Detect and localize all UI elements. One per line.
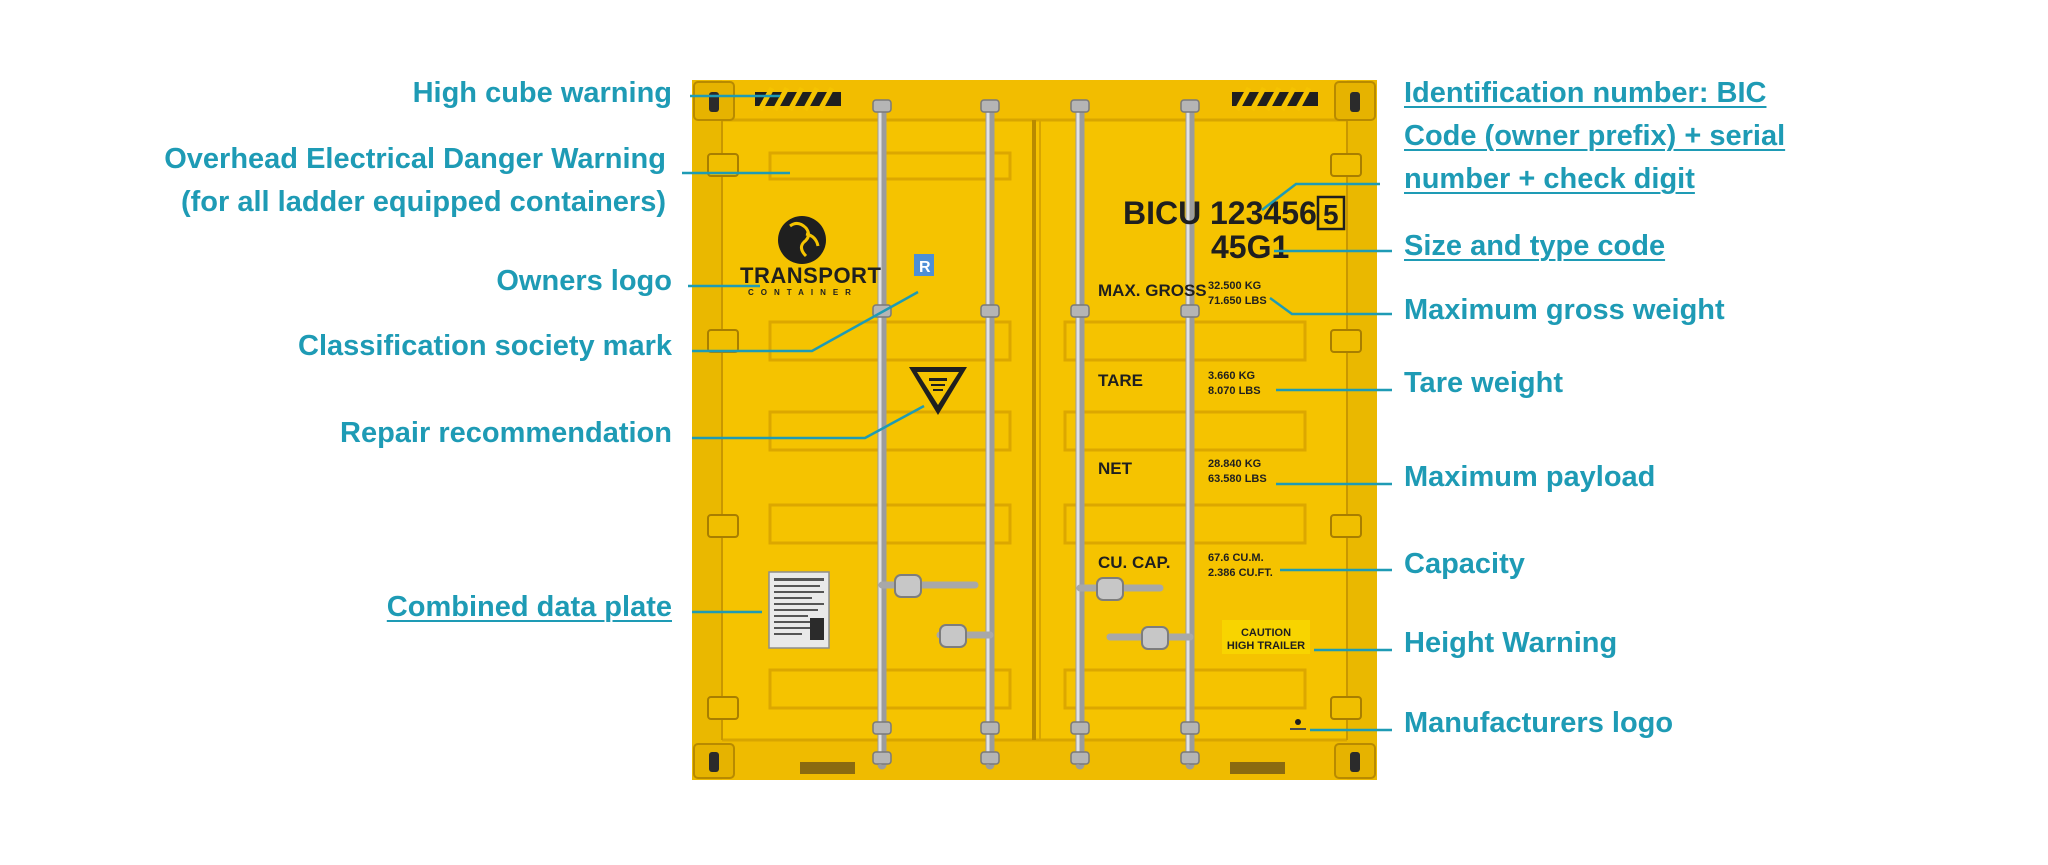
owners-brand-sub: CONTAINER — [748, 288, 858, 297]
label-height-warning: Height Warning — [1404, 627, 1618, 659]
label-overhead-warning: Overhead Electrical Danger Warning — [164, 143, 666, 175]
warning-triangle-icon — [909, 367, 967, 415]
link-size-type-code[interactable]: Size and type code — [1404, 230, 1666, 262]
label-owners-logo: Owners logo — [496, 265, 672, 297]
label-overhead-warning-sub: (for all ladder equipped containers) — [180, 186, 666, 218]
manufacturer-logo-icon — [1290, 719, 1306, 730]
owners-brand: TRANSPORT — [740, 263, 881, 288]
svg-text:R: R — [919, 259, 931, 276]
check-digit-box — [1316, 195, 1346, 231]
link-combined-data-plate[interactable]: Combined data plate — [386, 591, 672, 623]
high-cube-stripes-right — [1232, 86, 1318, 112]
leader-lines — [682, 94, 1392, 732]
weight-name: CU. CAP. — [1098, 553, 1170, 572]
weight-kg: 3.660 KG — [1208, 370, 1255, 382]
serial-number: 123456 — [1210, 195, 1317, 231]
weight-name: MAX. GROSS — [1098, 281, 1207, 300]
link-identification-number[interactable]: Identification number: BIC — [1404, 77, 1767, 109]
link-identification-number-3[interactable]: number + check digit — [1404, 163, 1695, 195]
label-high-cube-warning: High cube warning — [412, 77, 672, 109]
caution-text-2: HIGH TRAILER — [1227, 640, 1305, 652]
locking-bars — [872, 99, 1200, 770]
type-code: 45G1 — [1211, 229, 1289, 265]
owner-prefix: BICU — [1123, 195, 1201, 231]
weight-kg: 67.6 CU.M. — [1208, 552, 1264, 564]
label-manufacturers-logo: Manufacturers logo — [1404, 707, 1674, 739]
label-max-payload: Maximum payload — [1404, 461, 1656, 493]
right-door-panels — [1063, 320, 1307, 710]
weight-name: TARE — [1098, 371, 1143, 390]
check-digit: 5 — [1323, 199, 1339, 230]
label-tare-weight: Tare weight — [1404, 367, 1563, 399]
label-repair-recommendation: Repair recommendation — [340, 417, 672, 449]
classification-mark — [914, 254, 934, 276]
left-post — [692, 80, 722, 780]
data-plate — [768, 571, 830, 649]
globe-icon — [778, 216, 826, 264]
weight-lbs: 8.070 LBS — [1208, 385, 1261, 397]
label-classification-mark: Classification society mark — [298, 330, 672, 362]
weight-kg: 32.500 KG — [1208, 280, 1261, 292]
weight-lbs: 63.580 LBS — [1208, 473, 1267, 485]
weight-name: NET — [1098, 459, 1133, 478]
link-identification-number-2[interactable]: Code (owner prefix) + serial — [1404, 120, 1786, 152]
left-door-panels — [768, 151, 1012, 710]
weight-lbs: 71.650 LBS — [1208, 295, 1267, 307]
weight-kg: 28.840 KG — [1208, 458, 1261, 470]
label-max-gross-weight: Maximum gross weight — [1404, 294, 1725, 326]
label-capacity: Capacity — [1404, 548, 1525, 580]
caution-text: CAUTION — [1241, 627, 1291, 639]
weight-lbs: 2.386 CU.FT. — [1208, 567, 1273, 579]
right-post — [1347, 80, 1377, 780]
caution-plate — [1222, 620, 1310, 654]
hinges — [707, 153, 1362, 720]
